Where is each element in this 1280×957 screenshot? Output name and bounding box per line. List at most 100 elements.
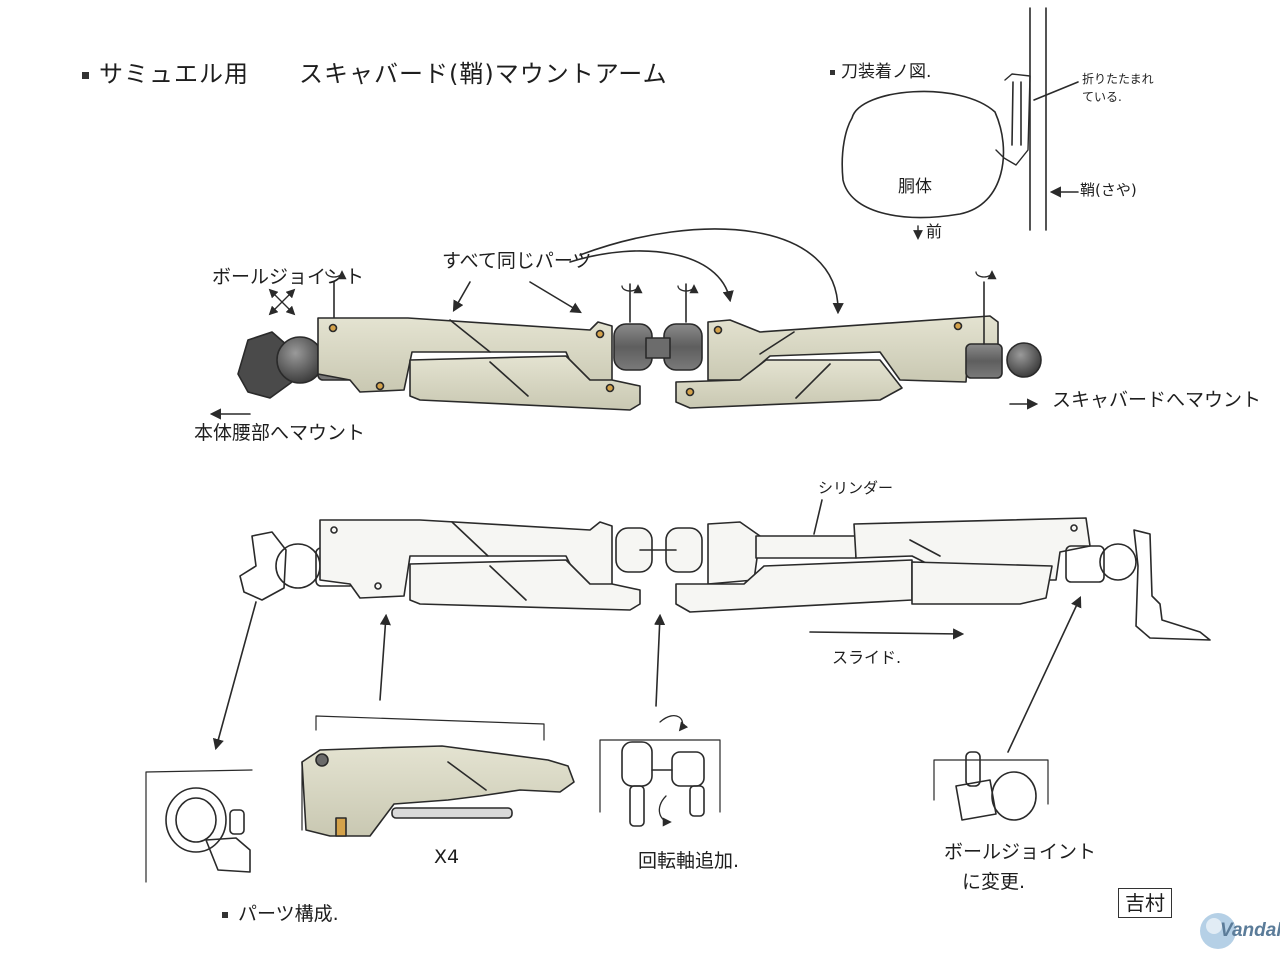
- bullet-icon: [830, 69, 835, 75]
- inset-heading: 刀装着ノ図.: [830, 64, 931, 81]
- folded-note-2: ている.: [1082, 90, 1122, 104]
- arm-panel-upper-right-inner: [707, 521, 761, 585]
- body-mount-bracket-outline: [239, 531, 287, 601]
- ball-joint-motion-arrow: [268, 288, 296, 316]
- panel-groove: [447, 761, 487, 791]
- part-ball-inner: [175, 797, 217, 843]
- bolt-icon: [374, 582, 382, 590]
- torso-label: 胴体: [898, 177, 932, 197]
- ball-change-label-1: ボールジョイント: [944, 841, 1097, 863]
- part-ball: [991, 771, 1037, 821]
- bolt-icon: [953, 321, 963, 331]
- count-label: X4: [434, 846, 460, 868]
- same-parts-arrow: [529, 281, 582, 314]
- leader-arrow: [1007, 595, 1082, 753]
- panel-groove: [909, 539, 941, 557]
- inset-diagram: [841, 7, 1079, 240]
- part-rotating-joint: [599, 715, 721, 827]
- leader-arrow: [212, 601, 257, 751]
- bottom-arm: [239, 499, 1211, 641]
- panel-groove: [795, 363, 831, 399]
- panel-groove: [489, 565, 527, 601]
- folded-note-1: 折りたたまれ: [1082, 72, 1154, 86]
- arm-panel-upper-right-outline: [853, 517, 1091, 581]
- part-ball-mount: [145, 769, 253, 883]
- bolt-icon: [1070, 524, 1078, 532]
- arm-panel-lower-left-outline: [409, 559, 641, 611]
- parts-heading-text: パーツ構成.: [238, 903, 339, 925]
- rotation-arrow-icon: [658, 795, 672, 827]
- rotation-axis-label: 回転軸追加.: [638, 850, 740, 872]
- rotation-arrow-icon: [975, 270, 997, 280]
- leader-arrow: [379, 613, 391, 701]
- scabbard-label: 鞘(さや): [1080, 181, 1137, 199]
- bolt-icon: [713, 325, 723, 335]
- slide-label: スライド.: [832, 648, 902, 667]
- part-ball: [165, 787, 227, 853]
- bullet-icon: [82, 71, 89, 79]
- ball-joint-left: [276, 336, 324, 384]
- same-parts-arrow: [569, 250, 734, 303]
- center-joint-link: [645, 337, 671, 359]
- part-joint-left: [621, 741, 653, 787]
- part-bracket: [205, 837, 251, 873]
- watermark-text: Vandal: [1220, 920, 1280, 941]
- same-parts-arrow: [579, 228, 844, 315]
- bolt-icon: [685, 387, 695, 397]
- front-label: 前: [926, 222, 943, 241]
- rotation-arrow-icon: [621, 284, 643, 294]
- rotation-arrow-icon: [677, 284, 699, 294]
- rotation-arrow-icon: [659, 715, 689, 732]
- parts-heading: パーツ構成.: [222, 905, 339, 924]
- folded-arm: [995, 73, 1031, 166]
- part-block: [955, 779, 997, 821]
- page-title: サミュエル用 スキャバード(鞘)マウントアーム: [82, 62, 668, 86]
- scabbard-mount-bracket: [1133, 529, 1211, 641]
- torso-outline: [841, 90, 1005, 219]
- mount-body-label: 本体腰部へマウント: [194, 422, 366, 444]
- top-arm: [209, 228, 1042, 420]
- part-ball-joint-change: [933, 751, 1049, 821]
- arm-panel-lower-right: [675, 359, 903, 409]
- arm-panel-lower-right-extension: [911, 561, 1053, 605]
- leader-line: [1033, 81, 1079, 101]
- same-parts-label: すべて同じパーツ: [442, 250, 592, 272]
- arm-panel-lower-left: [409, 355, 641, 411]
- body-mount-bracket: [237, 331, 293, 399]
- bolt-icon: [315, 753, 329, 767]
- rotation-arrow-icon: [325, 270, 347, 280]
- bolt-icon: [330, 526, 338, 534]
- part-pin: [229, 809, 245, 835]
- bolt-icon: [375, 381, 385, 391]
- part-frame: [933, 759, 1049, 805]
- joint-block-right-outline: [1065, 545, 1105, 583]
- mount-scabbard-label: スキャバードへマウント: [1052, 389, 1262, 411]
- part-frame: [145, 769, 253, 883]
- ball-joint-right-outline: [1099, 543, 1137, 581]
- inset-heading-text: 刀装着ノ図.: [841, 62, 932, 82]
- signature: 吉村: [1118, 888, 1172, 918]
- part-joint-right: [671, 751, 705, 787]
- ball-joint-right: [1006, 342, 1042, 378]
- bolt-icon: [595, 329, 605, 339]
- folded-arm-line: [1011, 81, 1014, 146]
- bolt-icon: [328, 323, 338, 333]
- panel-groove: [489, 361, 529, 397]
- joint-block-right: [965, 343, 1003, 379]
- panel-groove: [759, 331, 795, 355]
- part-shaft: [689, 785, 705, 817]
- part-cap: [335, 817, 347, 837]
- part-panel-body: [301, 745, 575, 837]
- ball-change-label-2: に変更.: [962, 871, 1026, 893]
- same-parts-arrow: [452, 281, 471, 312]
- cylinder-label: シリンダー: [818, 479, 894, 497]
- page-title-text: サミュエル用 スキャバード(鞘)マウントアーム: [99, 60, 668, 88]
- panel-groove: [451, 521, 489, 557]
- watermark-logo: Vandal: [1196, 905, 1280, 953]
- bolt-icon: [605, 383, 615, 393]
- panel-groove: [449, 319, 491, 353]
- part-frame: [599, 739, 721, 813]
- ball-joint-left-outline: [275, 543, 321, 589]
- part-pin: [965, 751, 981, 787]
